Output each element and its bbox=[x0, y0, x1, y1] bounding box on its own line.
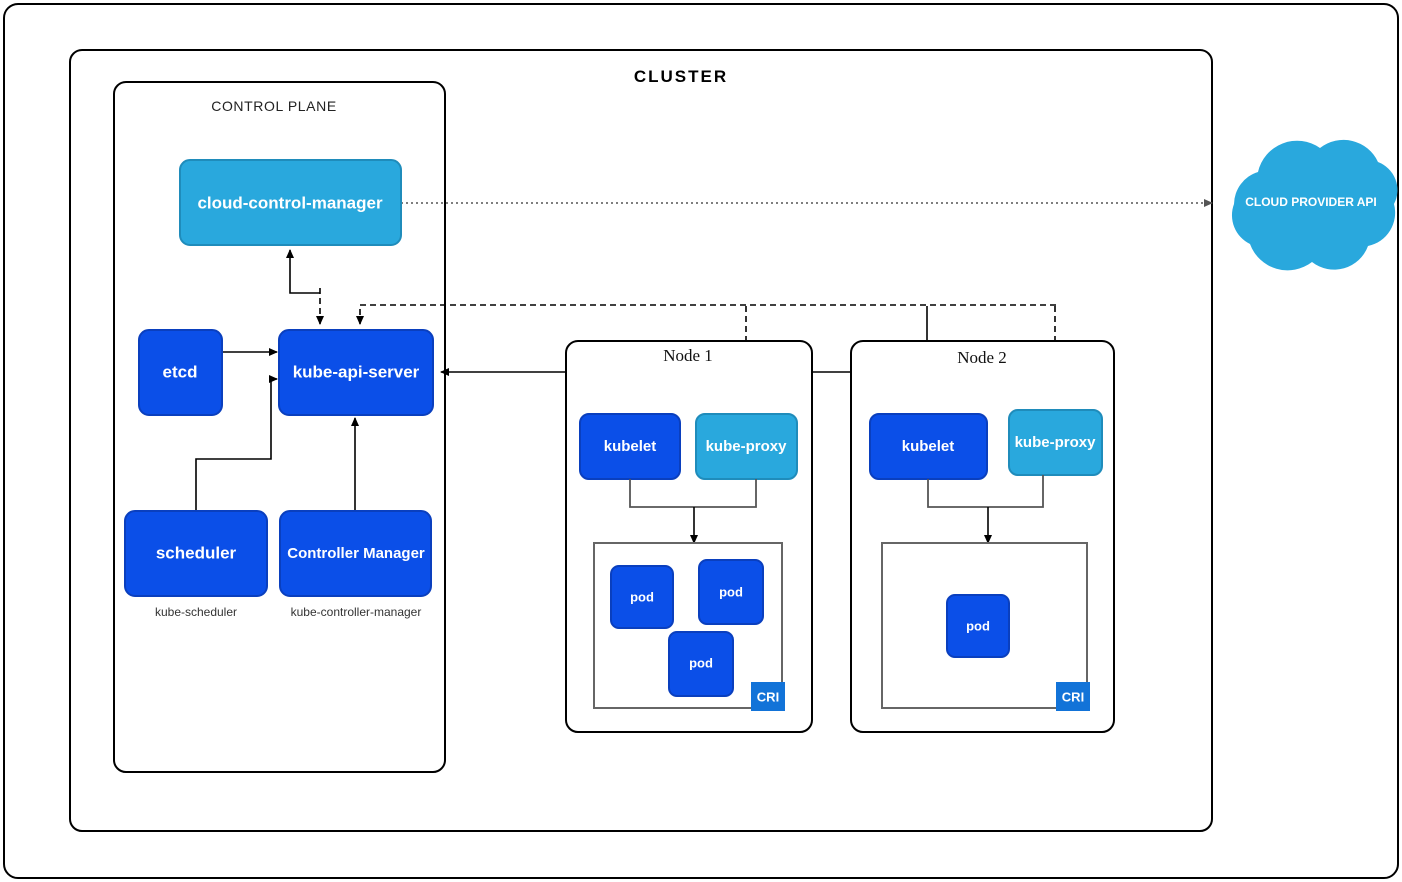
cloud-shape-icon bbox=[1231, 139, 1398, 271]
node-1-kubelet-label: kubelet bbox=[604, 438, 657, 455]
control-plane-frame bbox=[113, 81, 446, 773]
kube-api-server-box[interactable] bbox=[278, 329, 434, 416]
node-2: Node 2 kubelet kube-proxy pod CRI bbox=[850, 340, 1115, 733]
node-1: Node 1 kubelet kube-proxy pod pod pod CR… bbox=[565, 340, 813, 733]
node-2-kube-proxy-label: kube-proxy bbox=[1015, 434, 1097, 451]
controller-manager-box[interactable] bbox=[279, 510, 432, 597]
cluster-title: CLUSTER bbox=[634, 67, 728, 86]
node-2-merge-connector bbox=[927, 475, 1044, 508]
etcd-label: etcd bbox=[163, 362, 198, 381]
node-1-cri-badge bbox=[751, 682, 785, 711]
node-1-merge-connector bbox=[629, 479, 757, 508]
node-1-kube-proxy-label: kube-proxy bbox=[706, 438, 788, 455]
node-2-pod-1-label: pod bbox=[966, 618, 990, 633]
node-1-cri-badge-label: CRI bbox=[757, 689, 779, 704]
scheduler-sublabel: kube-scheduler bbox=[155, 605, 237, 619]
node-2-cri-badge-label: CRI bbox=[1062, 689, 1084, 704]
scheduler-box[interactable] bbox=[124, 510, 268, 597]
controller-manager-label: Controller Manager bbox=[287, 545, 425, 562]
controller-manager-sublabel: kube-controller-manager bbox=[291, 605, 422, 619]
node-2-kubelet-label: kubelet bbox=[902, 438, 955, 455]
kube-api-server-label: kube-api-server bbox=[293, 362, 420, 381]
cloud-provider-api-label: CLOUD PROVIDER API bbox=[1245, 195, 1377, 209]
scheduler-label: scheduler bbox=[156, 543, 237, 562]
node-2-pod-1[interactable] bbox=[946, 594, 1010, 658]
cloud-provider-api[interactable]: CLOUD PROVIDER API bbox=[1231, 139, 1398, 271]
cloud-control-manager-box[interactable] bbox=[179, 159, 402, 246]
node-1-pod-1[interactable] bbox=[610, 565, 674, 629]
node-1-pod-2-label: pod bbox=[719, 584, 743, 599]
connector-kubeproxy-bus-to-apiserver bbox=[356, 304, 1056, 325]
node-2-kube-proxy-box[interactable] bbox=[1008, 409, 1103, 476]
cloud-control-manager-label: cloud-control-manager bbox=[197, 193, 383, 212]
node-2-title: Node 2 bbox=[957, 348, 1007, 367]
control-plane-title: CONTROL PLANE bbox=[211, 98, 337, 114]
connector-ccm-up bbox=[286, 249, 320, 294]
node-1-pod-3[interactable] bbox=[668, 631, 734, 697]
node-2-cri-badge bbox=[1056, 682, 1090, 711]
node-1-pod-2[interactable] bbox=[698, 559, 764, 625]
node-1-title: Node 1 bbox=[663, 346, 713, 365]
node-1-pod-1-label: pod bbox=[630, 589, 654, 604]
connector-scheduler-to-apiserver bbox=[195, 375, 278, 513]
etcd-box[interactable] bbox=[138, 329, 223, 416]
node-1-pod-3-label: pod bbox=[689, 655, 713, 670]
node-1-kube-proxy-box[interactable] bbox=[695, 413, 798, 480]
